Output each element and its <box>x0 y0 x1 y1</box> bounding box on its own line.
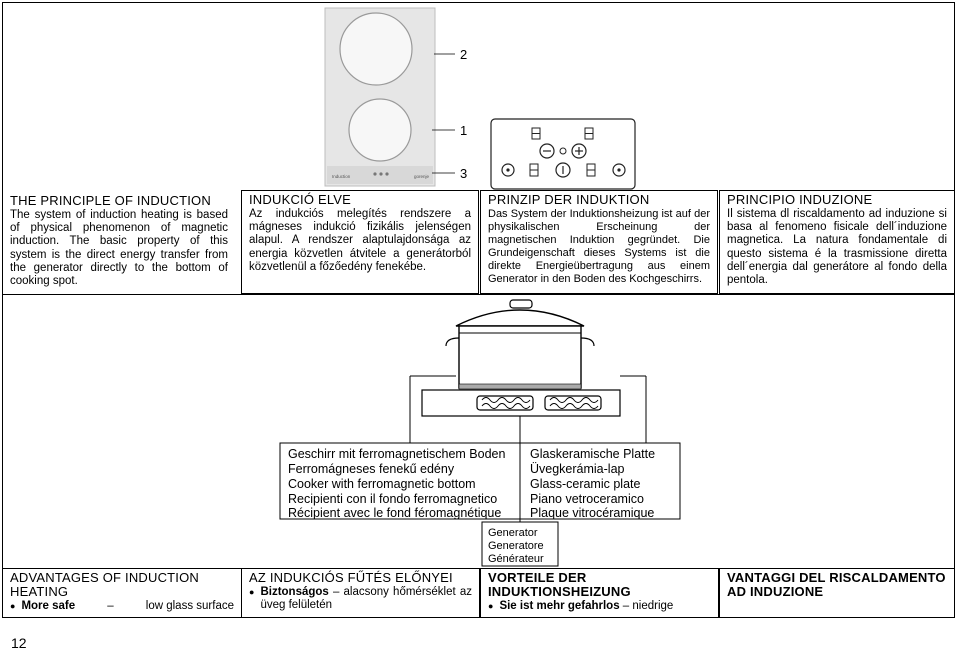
pot-label-4: Récipient avec le fond féromagnétique <box>288 506 501 520</box>
induction-coil-right <box>544 395 602 411</box>
advantage-dash: – <box>619 600 633 612</box>
section-body: Az indukciós melegítés rendszere a mágne… <box>249 208 471 273</box>
hob-illustration: Induction gorenje 2 1 3 <box>324 7 467 187</box>
advantages-german: VORTEILE DER INDUKTIONSHEIZUNG ● Sie ist… <box>480 568 719 618</box>
advantage-bold: Sie ist mehr gefahrlos <box>499 600 620 612</box>
bullet-icon: ● <box>249 587 255 597</box>
callout-label-3: 3 <box>460 166 467 181</box>
plus-icon <box>571 143 587 159</box>
generator-label-box <box>481 521 559 567</box>
advantages-title: ADVANTAGES OF INDUCTION HEATING <box>10 570 200 599</box>
induction-coil-left <box>476 395 534 411</box>
lock-icon <box>559 147 567 155</box>
plate-label-box <box>519 442 681 520</box>
section-hungarian: INDUKCIÓ ELVE Az indukciós melegítés ren… <box>241 190 479 294</box>
pot-body <box>458 325 582 389</box>
advantages-english: ADVANTAGES OF INDUCTION HEATING ● More s… <box>3 569 241 618</box>
pot-label-1: Ferromágneses fenekű edény <box>288 462 455 476</box>
generator-label-0: Generator <box>488 527 538 539</box>
advantage-rest: niedrige <box>632 600 674 612</box>
section-body: Il sistema dl riscaldamento ad induzione… <box>727 208 947 287</box>
page-number: 12 <box>11 635 27 651</box>
pot-label-3: Recipienti con il fondo ferromagnetico <box>288 492 497 506</box>
zone-select-left-icon <box>501 163 515 177</box>
plate-label-1: Üvegkerámia-lap <box>530 462 625 476</box>
advantage-rest: low glass surface <box>145 600 234 612</box>
advantage-item: ● Sie ist mehr gefahrlos – niedrige <box>488 600 711 613</box>
bullet-icon: ● <box>488 601 494 611</box>
section-title: INDUKCIÓ ELVE <box>249 192 352 207</box>
advantage-rest: alacsony hőmérséklet az üveg felületén <box>260 586 472 611</box>
advantages-title: VORTEILE DER INDUKTIONSHEIZUNG <box>488 570 631 599</box>
pot-label-0: Geschirr mit ferromagnetischem Boden <box>288 447 505 461</box>
cooking-zone-2 <box>339 12 413 86</box>
zone-select-right-icon <box>612 163 626 177</box>
advantage-bold: Biztonságos <box>260 586 329 598</box>
plate-label-0: Glaskeramische Platte <box>530 447 655 461</box>
section-english: THE PRINCIPLE OF INDUCTION The system of… <box>3 192 235 294</box>
control-panel-illustration <box>490 118 636 190</box>
pot-label-2: Cooker with ferromagnetic bottom <box>288 477 476 491</box>
advantage-item: ● More safe – low glass surface <box>10 600 234 613</box>
section-body: Das System der Induktionsheizung ist auf… <box>488 208 710 285</box>
section-german: PRINZIP DER INDUKTION Das System der Ind… <box>480 190 718 294</box>
section-italian: PRINCIPIO INDUZIONE Il sistema dl riscal… <box>719 190 955 294</box>
advantages-title: VANTAGGI DEL RISCALDAMENTO AD INDUZIONE <box>727 570 946 599</box>
pot-handle-top <box>509 299 533 309</box>
callout-label-2: 2 <box>460 47 467 62</box>
generator-label-1: Generatore <box>488 540 544 552</box>
section-title: THE PRINCIPLE OF INDUCTION <box>10 193 211 208</box>
pot-label-box <box>279 442 521 520</box>
minus-icon <box>539 143 555 159</box>
cooking-zone-1 <box>348 98 412 162</box>
pot-lid <box>455 309 585 327</box>
brand-right-label: gorenje <box>414 174 430 179</box>
generator-label-2: Générateur <box>488 553 544 565</box>
advantage-dash: – <box>107 600 114 612</box>
advantages-hungarian: AZ INDUKCIÓS FŰTÉS ELŐNYEI ● Biztonságos… <box>241 568 480 618</box>
power-icon <box>555 162 571 178</box>
section-title: PRINZIP DER INDUKTION <box>488 192 650 207</box>
advantages-title: AZ INDUKCIÓS FŰTÉS ELŐNYEI <box>249 570 453 585</box>
advantages-italian: VANTAGGI DEL RISCALDAMENTO AD INDUZIONE <box>719 568 955 618</box>
advantage-dash: – <box>328 586 344 598</box>
bullet-icon: ● <box>10 601 16 611</box>
plate-label-2: Glass-ceramic plate <box>530 477 640 491</box>
callout-label-1: 1 <box>460 123 467 138</box>
advantage-bold: More safe <box>21 600 76 612</box>
plate-label-4: Plaque vitrocéramique <box>530 506 654 520</box>
section-title: PRINCIPIO INDUZIONE <box>727 192 873 207</box>
brand-left-label: Induction <box>332 174 351 179</box>
plate-label-3: Piano vetroceramico <box>530 492 644 506</box>
advantage-item: ● Biztonságos – alacsony hőmérséklet az … <box>249 586 472 612</box>
induction-diagram: Geschirr mit ferromagnetischem Boden Fer… <box>279 299 681 567</box>
row-divider-top <box>2 294 955 295</box>
section-body: The system of induction heating is based… <box>10 209 228 288</box>
